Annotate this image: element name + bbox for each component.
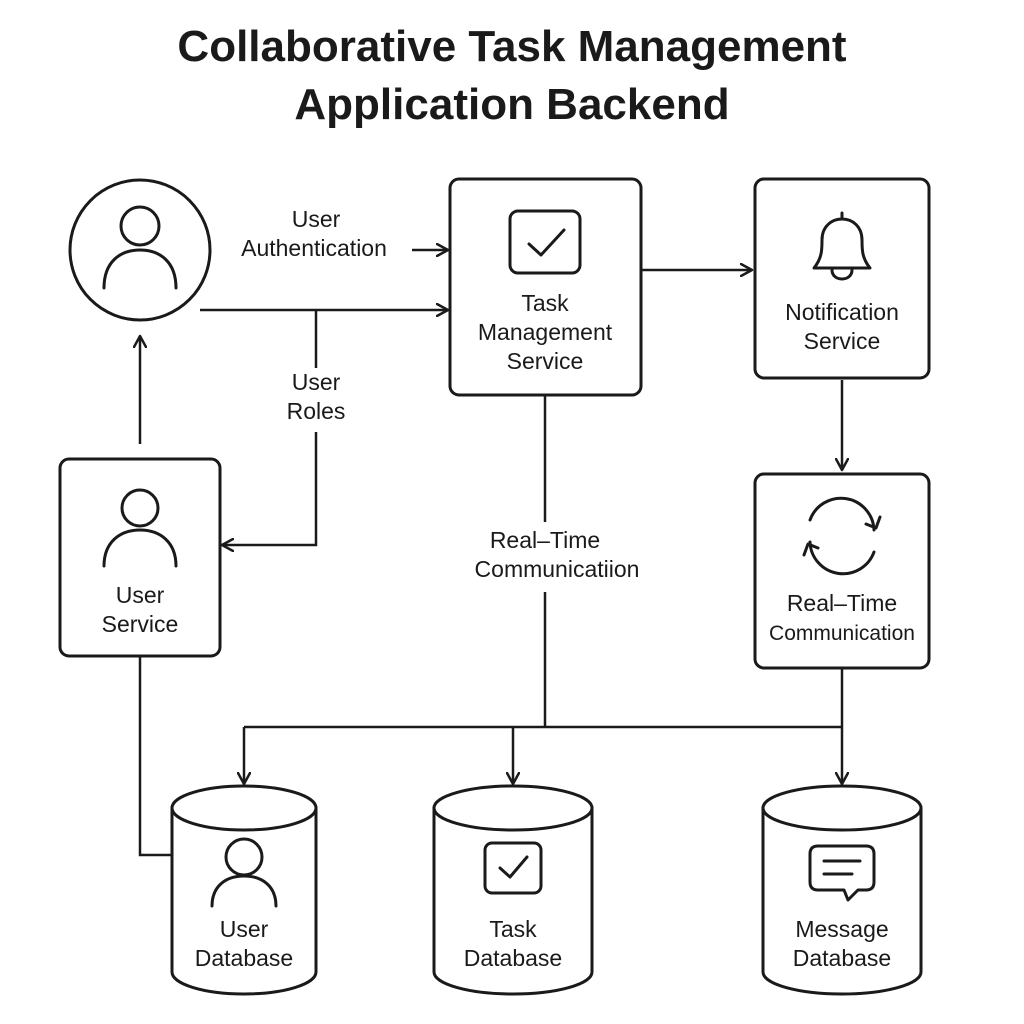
user-service-label-1: User	[116, 582, 165, 608]
title-line-2: Application Backend	[294, 80, 730, 129]
user-service-label-2: Service	[102, 611, 179, 637]
notification-service-label-2: Service	[804, 328, 881, 354]
notification-service-node: Notification Service	[753, 177, 931, 380]
task-service-label-2: Management	[478, 319, 613, 345]
checkbox-icon	[508, 209, 582, 275]
connectors	[138, 250, 842, 857]
realtime-service-label-1: Real–Time	[787, 590, 897, 616]
edge-label-auth-2: Authentication	[241, 235, 387, 261]
user-db-label-2: Database	[195, 945, 293, 971]
user-icon	[102, 205, 178, 290]
message-db-label-2: Database	[793, 945, 891, 971]
realtime-communication-node: Real–Time Communication	[753, 472, 931, 670]
task-management-service-node: Task Management Service	[448, 177, 643, 397]
edge-label-realtime-1: Real–Time	[490, 527, 600, 553]
diagram-title: Collaborative Task Management Applicatio…	[0, 18, 1024, 134]
task-service-label-3: Service	[507, 348, 584, 374]
task-db-label-2: Database	[464, 945, 562, 971]
bell-icon	[812, 211, 872, 281]
sync-icon	[802, 496, 882, 576]
task-database-node: Task Database	[432, 784, 594, 996]
message-database-node: Message Database	[761, 784, 923, 996]
user-icon	[102, 488, 178, 568]
task-service-label-1: Task	[521, 290, 569, 316]
user-service-node: User Service	[58, 457, 222, 658]
edge-label-roles-2: Roles	[287, 398, 346, 424]
title-line-1: Collaborative Task Management	[177, 22, 847, 71]
chat-icon	[808, 844, 876, 902]
edge-label-auth-1: User	[292, 206, 341, 232]
notification-service-label-1: Notification	[785, 299, 899, 325]
message-db-label-1: Message	[795, 916, 888, 942]
task-db-label-1: Task	[489, 916, 537, 942]
checkbox-icon	[483, 841, 543, 895]
user-db-label-1: User	[220, 916, 269, 942]
edge-user-service-to-user-db	[138, 657, 172, 857]
edge-label-realtime-2: Communicatiion	[475, 556, 640, 582]
realtime-service-label-2: Communication	[769, 622, 915, 645]
user-icon	[210, 837, 278, 908]
user-actor-node	[68, 178, 212, 322]
edge-roles-to-user-service	[222, 432, 318, 545]
user-database-node: User Database	[170, 784, 318, 996]
edge-label-roles-1: User	[292, 369, 341, 395]
